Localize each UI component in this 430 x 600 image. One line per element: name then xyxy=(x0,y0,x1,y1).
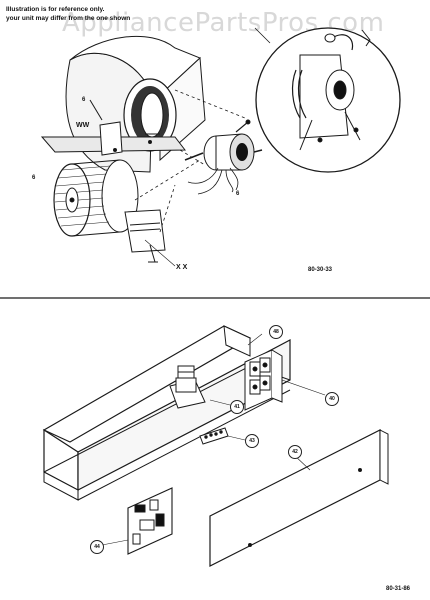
control-box-panel xyxy=(44,326,290,500)
terminal-strip xyxy=(200,428,245,444)
transformer xyxy=(170,366,230,408)
callout-41: 41 xyxy=(230,400,244,414)
bottom-diagram-code: 80-31-86 xyxy=(386,586,411,592)
top-diagram-code: 80-30-33 xyxy=(308,267,333,273)
callout-40: 40 xyxy=(325,392,339,406)
motor-detail-inset xyxy=(255,28,400,172)
control-board xyxy=(102,488,172,554)
blower-motor xyxy=(185,120,262,194)
blower-housing xyxy=(42,36,205,172)
label-xx: X X xyxy=(176,264,188,271)
reference-note-line-1: Illustration is for reference only. xyxy=(6,6,105,13)
reference-note-line-2: your unit may differ from the one shown xyxy=(6,15,131,22)
motor-mount-bracket xyxy=(125,210,165,262)
callout-48: 48 xyxy=(269,325,283,339)
callout-44: 44 xyxy=(90,540,104,554)
callout-6-wheel: 6 xyxy=(32,175,36,181)
cover-plate xyxy=(210,430,388,566)
blower-wheel xyxy=(54,160,138,236)
callout-42: 42 xyxy=(288,445,302,459)
callout-6-housing: 6 xyxy=(82,97,86,103)
callout-6-motor: 6 xyxy=(236,191,240,197)
label-ww: WW xyxy=(76,122,90,129)
callout-43: 43 xyxy=(245,434,259,448)
contactor-relay xyxy=(245,350,325,410)
